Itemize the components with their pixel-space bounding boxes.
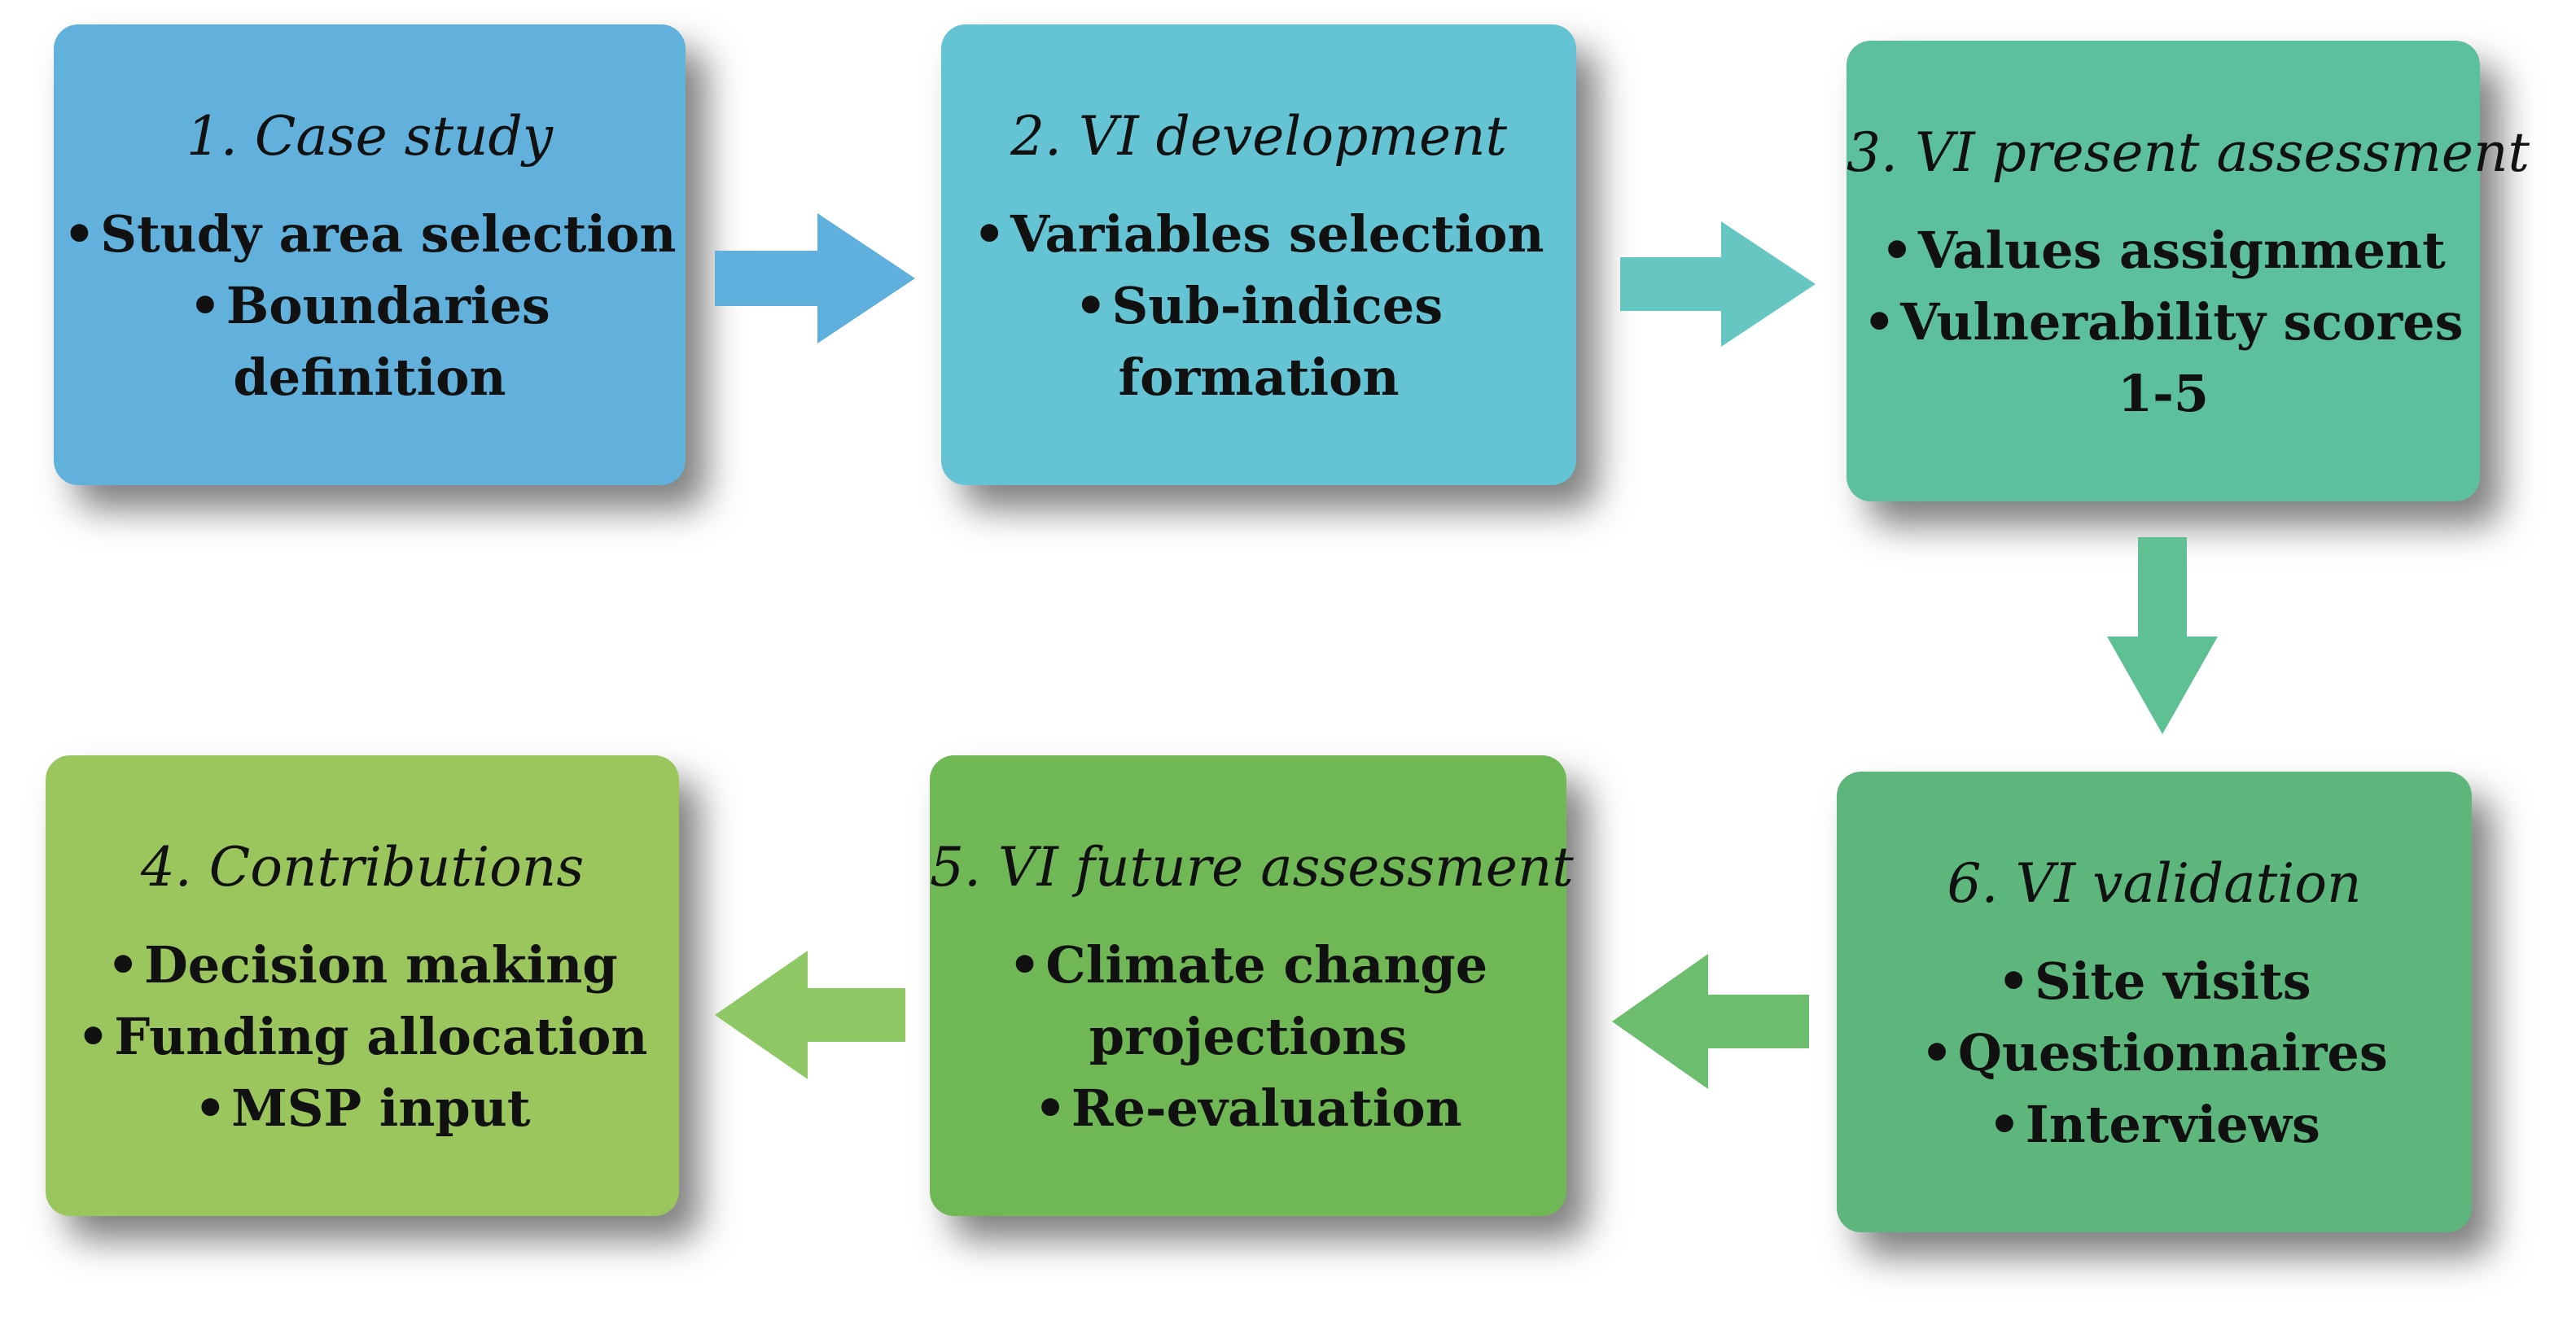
step-item-list: •Study area selection •Boundaries defini… [54,199,686,413]
arrow-3-6-shape [2107,537,2218,734]
step-item: •Climate change [930,930,1566,1001]
bullet: • [1863,292,1896,352]
step-item: •Interviews [1837,1089,2472,1161]
step-item-label: projections [1089,1007,1408,1066]
step-title: 1. Case study [186,105,554,168]
step-box-vi-validation: 6. VI validation •Site visits •Questionn… [1837,772,2472,1232]
bullet: • [194,1078,227,1138]
step-item-label: Sub-indices formation [1111,276,1444,407]
step-title: 3. VI present assessment [1847,121,2530,184]
arrow-2-3-shape [1620,221,1816,347]
arrow-6-5-shape [1612,954,1809,1089]
arrow-left-icon [1612,954,1809,1089]
step-title: 6. VI validation [1947,852,2362,915]
step-item-label: Questionnaires [1957,1023,2388,1083]
step-item: •Funding allocation [46,1001,679,1073]
bullet: • [107,935,139,995]
step-box-vi-present-assessment: 3. VI present assessment •Values assignm… [1847,41,2530,501]
step-item-label: Study area selection [100,204,677,264]
step-item-label: Funding allocation [114,1007,648,1066]
bullet: • [63,204,96,264]
step-item-continuation: 1-5 [1847,358,2480,430]
step-item-list: •Climate change projections •Re-evaluati… [930,930,1566,1144]
arrow-5-4-shape [715,951,905,1079]
bullet: • [77,1007,110,1066]
step-item: •Variables selection [941,199,1576,270]
arrow-right-icon [715,213,915,343]
arrow-right-icon [1620,221,1816,347]
bullet: • [1034,1078,1067,1138]
step-item-label: Interviews [2025,1095,2320,1154]
step-item: •MSP input [46,1073,679,1144]
step-item-label: MSP input [231,1078,531,1138]
step-item: •Decision making [46,930,679,1001]
step-item-continuation: projections [930,1001,1566,1073]
step-title: 2. VI development [1010,105,1508,168]
step-item-label: Boundaries definition [226,276,550,407]
step-item-label: Variables selection [1010,204,1544,264]
step-item: •Sub-indices formation [941,270,1576,413]
step-item-label: Re-evaluation [1071,1078,1462,1138]
step-item-list: •Site visits •Questionnaires •Interviews [1837,946,2472,1161]
step-box-case-study: 1. Case study •Study area selection •Bou… [54,24,686,485]
step-item: •Re-evaluation [930,1073,1566,1144]
step-item-label: Climate change [1045,935,1488,995]
step-item: •Site visits [1837,946,2472,1017]
step-item-label: Site visits [2035,951,2311,1011]
bullet: • [973,204,1006,264]
bullet: • [1881,221,1913,280]
bullet: • [189,276,221,335]
bullet: • [1008,935,1041,995]
bullet: • [1997,951,2031,1011]
step-item: •Questionnaires [1837,1017,2472,1089]
step-item-list: •Variables selection •Sub-indices format… [941,199,1576,413]
step-title: 4. Contributions [140,836,585,899]
step-box-vi-future-assessment: 5. VI future assessment •Climate change … [930,755,1574,1216]
bullet: • [1988,1095,2021,1154]
step-title: 5. VI future assessment [930,836,1574,899]
step-item-label: 1-5 [2117,364,2209,423]
step-item-label: Vulnerability scores [1900,292,2464,352]
arrow-1-2-shape [715,213,915,343]
step-item-list: •Values assignment •Vulnerability scores… [1847,215,2480,430]
step-item-list: •Decision making •Funding allocation •MS… [46,930,679,1144]
arrow-down-icon [2107,537,2218,734]
step-item: •Vulnerability scores [1847,287,2480,358]
arrow-left-icon [715,951,905,1079]
step-item: •Study area selection [54,199,686,270]
step-box-contributions: 4. Contributions •Decision making •Fundi… [46,755,679,1216]
step-box-vi-development: 2. VI development •Variables selection •… [941,24,1576,485]
step-item-label: Decision making [143,935,618,995]
bullet: • [1921,1023,1953,1083]
step-item-label: Values assignment [1917,221,2446,280]
bullet: • [1074,276,1107,335]
step-item: •Values assignment [1847,215,2480,287]
step-item: •Boundaries definition [54,270,686,413]
